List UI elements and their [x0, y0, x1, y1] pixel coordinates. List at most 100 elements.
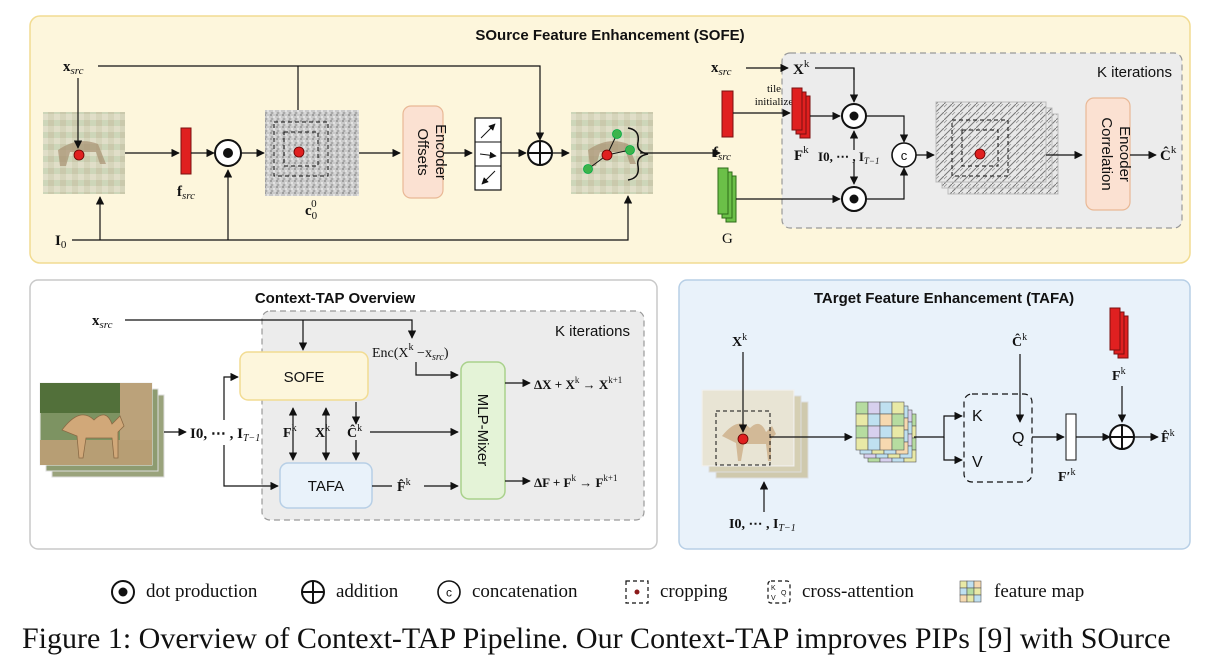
- legend-dot-product: dot production: [110, 580, 257, 604]
- feature-map-cell: [867, 437, 881, 451]
- feature-map-cell: [879, 437, 893, 451]
- legend-addition: addition: [300, 580, 398, 604]
- sofe-xk-label: Xk: [793, 58, 810, 78]
- sofe-panel: SOurce Feature Enhancement (SOFE) K iter…: [29, 15, 1191, 264]
- sofe-fsrc-feature: [180, 127, 192, 175]
- feature-map-cell: [879, 413, 893, 427]
- dot-product-icon: [111, 580, 135, 604]
- legend-cropping: cropping: [624, 580, 728, 604]
- sofe-correlation-volume: [935, 101, 1059, 195]
- svg-text:SOFE: SOFE: [284, 369, 325, 386]
- overview-fhat-label: F̂k: [397, 477, 411, 495]
- tafa-fprime-feature: [1065, 413, 1077, 461]
- figure-caption: Figure 1: Overview of Context-TAP Pipeli…: [22, 622, 1171, 655]
- feature-map-cell: [867, 401, 881, 415]
- dot-product-icon: [214, 139, 242, 167]
- sofe-tile-label: tile: [767, 83, 781, 95]
- sofe-i0-label: I0: [55, 233, 67, 251]
- addition-icon: [527, 140, 553, 166]
- sofe-title: SOurce Feature Enhancement (SOFE): [475, 27, 744, 44]
- tafa-title: TArget Feature Enhancement (TAFA): [814, 290, 1074, 307]
- cropping-icon: [625, 580, 649, 604]
- overview-df-update: ΔF + Fk → Fk+1: [534, 473, 618, 490]
- svg-text:MLP-Mixer: MLP-Mixer: [474, 394, 491, 467]
- svg-text:K: K: [771, 585, 776, 592]
- svg-text:Q: Q: [1012, 430, 1024, 447]
- tafa-panel: TArget Feature Enhancement (TAFA) Xk I0,…: [678, 279, 1191, 550]
- feature-map-cell: [891, 413, 905, 427]
- svg-text:Encoder: Encoder: [432, 124, 449, 180]
- feature-map-cell: [855, 437, 869, 451]
- sofe-fk-feature-stack: [791, 87, 811, 139]
- feature-map-cell: [891, 401, 905, 415]
- feature-map-cell: [855, 425, 869, 439]
- cross-attention-icon: KQV: [767, 580, 791, 604]
- legend-feature-map: feature map: [958, 580, 1084, 604]
- tafa-fprime-label: F′k: [1058, 467, 1076, 485]
- legend-cross-attention-label: cross-attention: [802, 581, 914, 602]
- overview-video-frames: [39, 382, 165, 478]
- overview-xsrc-label: xsrc: [92, 313, 113, 331]
- legend-cropping-label: cropping: [660, 581, 728, 602]
- svg-text:initialize: initialize: [755, 96, 794, 108]
- dot-product-icon: [841, 186, 867, 212]
- sofe-g-label: G: [722, 231, 733, 247]
- overview-frames-label: I0, ⋯ , IT−1: [190, 426, 260, 444]
- tafa-xk-label: Xk: [732, 332, 747, 350]
- sofe-correlation-map: [265, 110, 359, 196]
- svg-text:c: c: [446, 586, 452, 600]
- overview-k-iterations: K iterations: [555, 323, 630, 340]
- sofe-xsrc-label: xsrc: [63, 59, 84, 77]
- offsets-encoder: [402, 105, 444, 199]
- svg-text:TAFA: TAFA: [308, 478, 344, 495]
- addition-icon: [1109, 424, 1135, 450]
- overview-enc-label: Enc(Xk −xsrc): [372, 342, 449, 363]
- sofe-fsrc-right-feature: [721, 90, 734, 138]
- feature-map-cell: [867, 425, 881, 439]
- legend-dot-label: dot production: [146, 581, 258, 602]
- tafa-video-frames: [701, 389, 809, 479]
- tafa-fhat-label: F̂k: [1161, 428, 1175, 446]
- feature-map-cell: [879, 425, 893, 439]
- svg-text:V: V: [771, 595, 776, 602]
- svg-text:V: V: [972, 454, 983, 471]
- legend-concatenation: c concatenation: [436, 580, 578, 604]
- dot-product-icon: [841, 103, 867, 129]
- feature-map-icon: [855, 401, 917, 463]
- overview-panel: Context-TAP Overview K iterations xsrc E…: [29, 279, 658, 550]
- feature-map-cell: [891, 437, 905, 451]
- svg-text:K: K: [972, 408, 983, 425]
- overview-dx-update: ΔX + Xk → Xk+1: [534, 375, 622, 392]
- svg-text:c: c: [901, 148, 908, 163]
- sofe-fsrc-right-label: fsrc: [713, 145, 731, 163]
- legend-concatenation-label: concatenation: [472, 581, 578, 602]
- sofe-c0-label: c00: [305, 198, 318, 222]
- overview-fk-label: Fk: [283, 423, 297, 441]
- sofe-k-iterations: K iterations: [1097, 64, 1172, 81]
- feature-map-cell: [867, 413, 881, 427]
- sofe-g-feature-stack: [717, 167, 737, 223]
- feature-map-cell: [855, 413, 869, 427]
- overview-xk-label: Xk: [315, 423, 330, 441]
- feature-map-icon: [959, 580, 982, 603]
- svg-text:Encoder: Encoder: [1116, 126, 1133, 182]
- sofe-xsrc-line: [98, 65, 545, 141]
- svg-text:Q: Q: [781, 590, 787, 597]
- concatenation-icon: c: [891, 142, 917, 168]
- sofe-frames-label: I0, ⋯ , IT−1: [818, 149, 879, 166]
- feature-map-cell: [855, 401, 869, 415]
- overview-ck-label: Ĉk: [347, 423, 362, 441]
- tafa-fk-label: Fk: [1112, 366, 1126, 384]
- tafa-ck-label: Ĉk: [1012, 332, 1027, 350]
- feature-map-cell: [879, 401, 893, 415]
- sofe-source-image: [43, 112, 125, 194]
- sofe-fk-label: Fk: [794, 144, 809, 164]
- legend: dot production addition c concatenation …: [0, 576, 1216, 606]
- tafa-frames-label: I0, ⋯ , IT−1: [729, 517, 796, 534]
- overview-title: Context-TAP Overview: [255, 290, 416, 307]
- overview-sofe-box: [239, 351, 369, 401]
- svg-text:Offsets: Offsets: [414, 128, 431, 175]
- feature-map-cell: [891, 425, 905, 439]
